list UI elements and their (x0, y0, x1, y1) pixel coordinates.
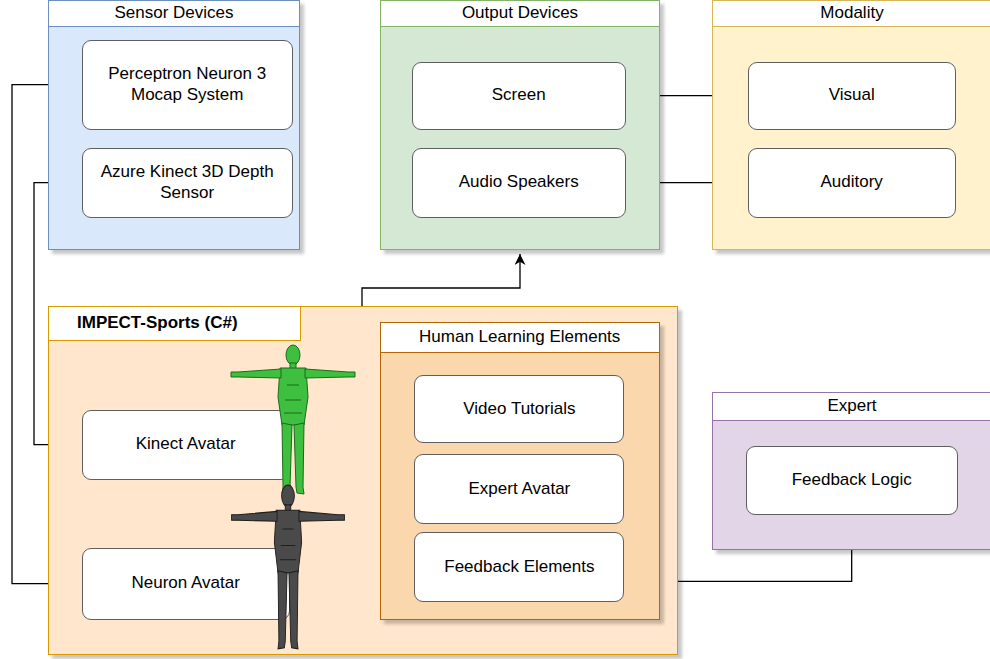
group-title: Output Devices (462, 3, 578, 23)
process-box: Visual (748, 62, 956, 130)
box-label: Azure Kinect 3D Depth Sensor (90, 162, 285, 203)
group-title: Expert (827, 396, 876, 416)
group-container: IMPECT-Sports (C#) Kinect AvatarNeuron Av… (48, 306, 678, 655)
group-container: ExpertFeedback Logic (712, 392, 990, 550)
group-container: ModalityVisualAuditory (712, 0, 990, 250)
box-label: Expert Avatar (422, 479, 616, 499)
group-title: IMPECT-Sports (C#) (77, 313, 238, 333)
group-header: Expert (713, 393, 990, 421)
process-box: Audio Speakers (412, 148, 626, 218)
neuron-avatar-figure (232, 485, 345, 649)
process-box: Feedback Logic (746, 446, 958, 515)
box-label: Screen (420, 85, 618, 105)
box-label: Audio Speakers (420, 172, 618, 192)
process-box: Screen (412, 62, 626, 130)
connector-arrow (362, 254, 520, 306)
box-label: Feedback Logic (754, 470, 950, 490)
box-label: Kinect Avatar (90, 434, 282, 454)
box-label: Perceptron Neuron 3 Mocap System (90, 64, 285, 105)
group-header: Output Devices (381, 1, 659, 27)
group-header: Human Learning Elements (381, 323, 659, 353)
process-box: Auditory (748, 148, 956, 218)
group-container: Output DevicesScreenAudio Speakers (380, 0, 660, 250)
process-box: Feedback Elements (414, 532, 624, 602)
box-label: Video Tutorials (422, 399, 616, 419)
box-label: Auditory (756, 172, 948, 192)
group-header: IMPECT-Sports (C#) (49, 307, 301, 341)
group-title: Modality (820, 3, 883, 23)
group-header: Sensor Devices (49, 1, 299, 27)
group-container: Sensor DevicesPerceptron Neuron 3 Mocap … (48, 0, 300, 250)
box-label: Neuron Avatar (90, 573, 282, 593)
kinect-avatar-figure (231, 345, 355, 494)
group-title: Human Learning Elements (419, 327, 620, 347)
process-box: Expert Avatar (414, 454, 624, 524)
process-box: Neuron Avatar (82, 548, 290, 620)
group-header: Modality (713, 1, 990, 27)
box-label: Feedback Elements (422, 557, 616, 577)
group-title: Sensor Devices (114, 3, 233, 23)
process-box: Azure Kinect 3D Depth Sensor (82, 148, 293, 218)
process-box: Video Tutorials (414, 375, 624, 443)
box-label: Visual (756, 85, 948, 105)
group-container: Human Learning ElementsVideo TutorialsEx… (380, 322, 660, 620)
process-box: Kinect Avatar (82, 410, 290, 480)
process-box: Perceptron Neuron 3 Mocap System (82, 40, 293, 130)
